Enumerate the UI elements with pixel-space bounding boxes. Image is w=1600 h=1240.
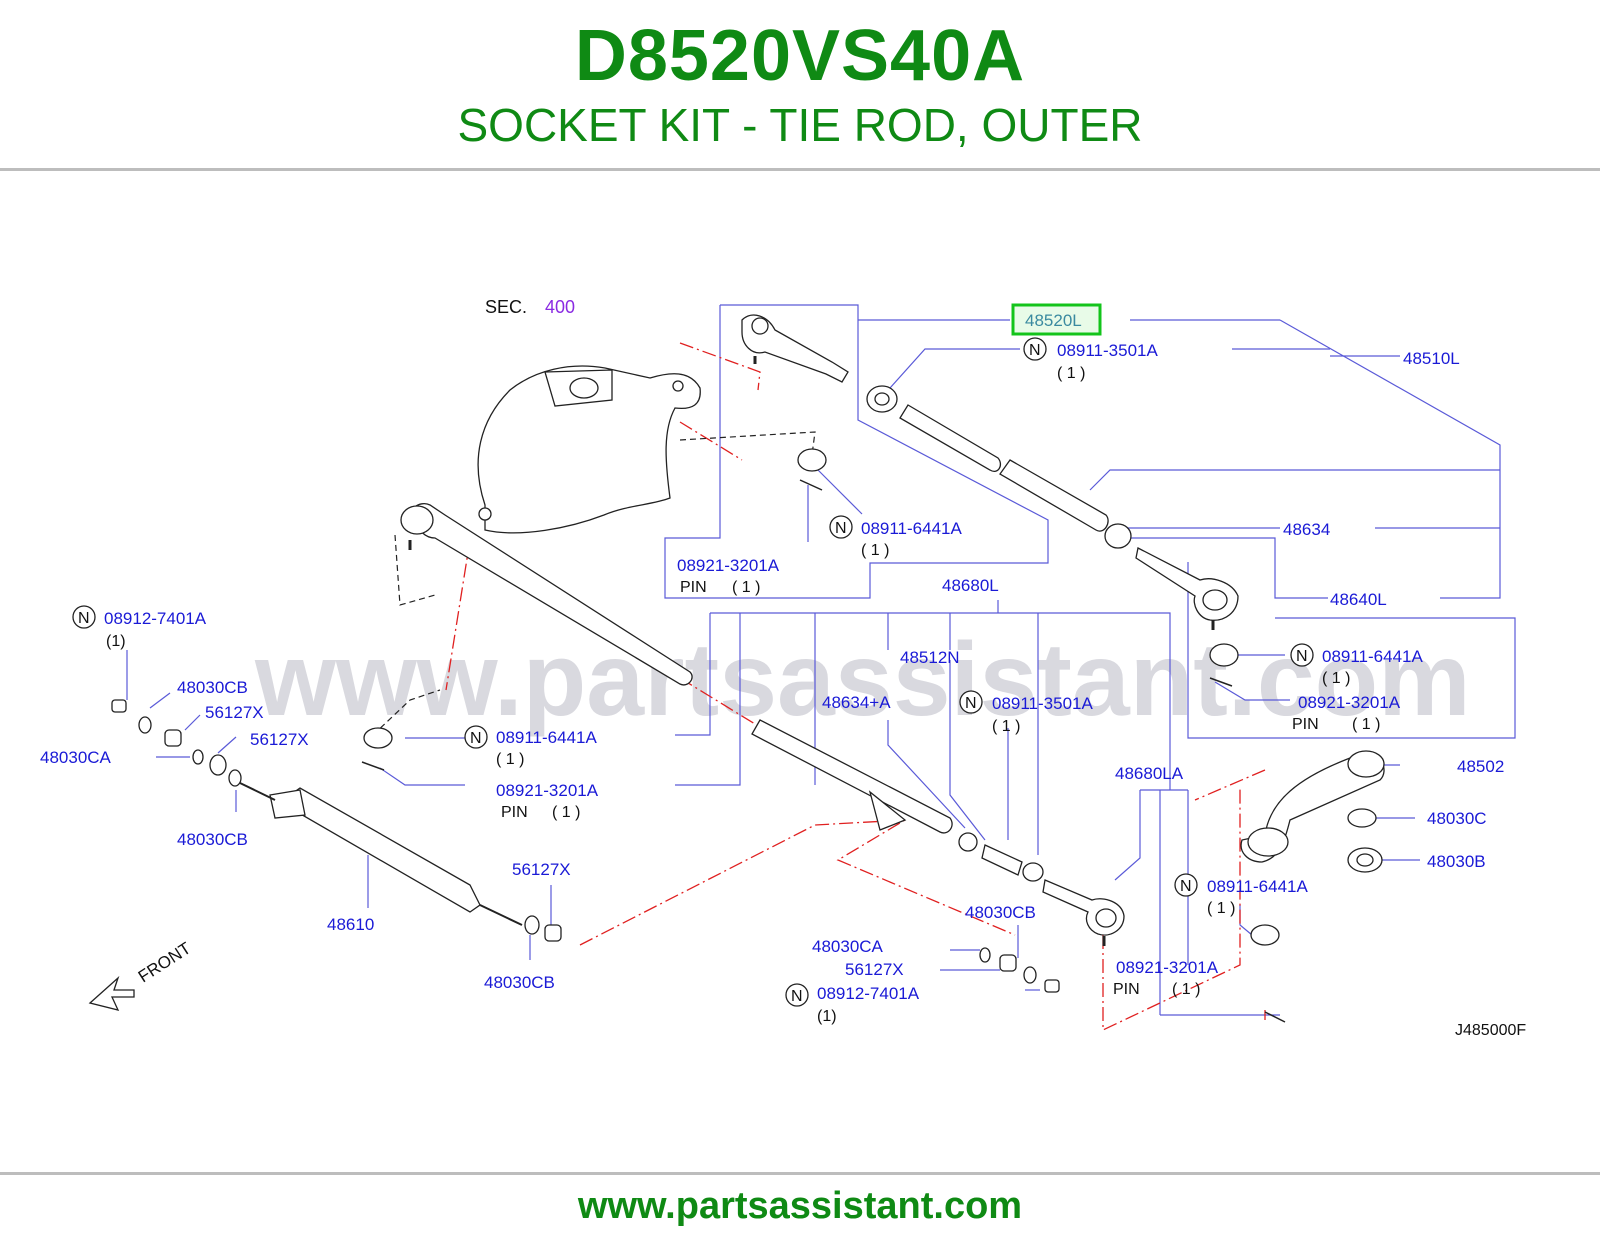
quantity-label: (1) xyxy=(817,1008,837,1025)
part-label-08911-6441A[interactable]: 08911-6441A xyxy=(861,519,962,538)
part-label-48680L[interactable]: 48680L xyxy=(942,576,999,595)
part-name-subtitle: SOCKET KIT - TIE ROD, OUTER xyxy=(457,99,1143,151)
page-header: D8520VS40A SOCKET KIT - TIE ROD, OUTER xyxy=(0,0,1600,170)
part-label-08921-3201A[interactable]: 08921-3201A xyxy=(496,781,599,800)
part-label-48634[interactable]: 48634 xyxy=(1283,520,1330,539)
quantity-label: ( 1 ) xyxy=(1322,670,1350,687)
quantity-label: ( 1 ) xyxy=(732,579,760,596)
part-label-08911-6441A[interactable]: 08911-6441A xyxy=(1322,647,1423,666)
n-marker-circle xyxy=(1290,643,1314,667)
part-number-title: D8520VS40A xyxy=(574,16,1026,96)
quantity-label: ( 1 ) xyxy=(1352,716,1380,733)
n-marker-text: N xyxy=(470,730,482,747)
part-label-08921-3201A[interactable]: 08921-3201A xyxy=(677,556,780,575)
part-label-48030CB[interactable]: 48030CB xyxy=(177,678,248,697)
sec-label: SEC. xyxy=(485,297,527,317)
n-marker-circle xyxy=(1023,337,1047,361)
leader-lines xyxy=(126,304,1516,1016)
n-marker-circle xyxy=(959,690,983,714)
front-direction-label: FRONT xyxy=(135,939,194,987)
n-marker-circle xyxy=(1174,873,1198,897)
n-marker-text: N xyxy=(1296,648,1308,665)
part-label-56127X[interactable]: 56127X xyxy=(845,960,904,979)
n-marker-text: N xyxy=(1180,878,1192,895)
part-label-48030C[interactable]: 48030C xyxy=(1427,809,1487,828)
part-label-48030CA[interactable]: 48030CA xyxy=(40,748,112,767)
header-divider xyxy=(0,168,1600,171)
part-label-48512N[interactable]: 48512N xyxy=(900,648,960,667)
part-label-08921-3201A[interactable]: 08921-3201A xyxy=(1298,693,1401,712)
n-marker-circle xyxy=(72,605,96,629)
n-marker-circle xyxy=(785,983,809,1007)
part-label-08911-6441A[interactable]: 08911-6441A xyxy=(1207,877,1308,896)
n-marker-text: N xyxy=(965,695,977,712)
n-marker-text: N xyxy=(835,520,847,537)
quantity-label: ( 1 ) xyxy=(552,804,580,821)
part-labels: SEC. 400 48520L 48510L 08911-3501A ( 1 )… xyxy=(40,297,1526,1039)
part-label-56127X[interactable]: 56127X xyxy=(250,730,309,749)
part-label-56127X[interactable]: 56127X xyxy=(205,703,264,722)
footer-website-link[interactable]: www.partsassistant.com xyxy=(577,1185,1023,1227)
sec-number-link[interactable]: 400 xyxy=(545,297,575,317)
part-label-48520L[interactable]: 48520L xyxy=(1025,311,1082,330)
part-label-08911-3501A[interactable]: 08911-3501A xyxy=(992,694,1093,713)
n-markers: N N N N N N N N xyxy=(72,337,1314,1007)
n-marker-circle xyxy=(829,515,853,539)
n-marker-circle xyxy=(464,725,488,749)
part-label-48030CB[interactable]: 48030CB xyxy=(484,973,555,992)
part-label-48030CB[interactable]: 48030CB xyxy=(965,903,1036,922)
n-marker-text: N xyxy=(1029,342,1041,359)
quantity-label: (1) xyxy=(106,633,126,650)
highlighted-part-box xyxy=(1011,303,1102,336)
drawing-code: J485000F xyxy=(1455,1022,1526,1039)
pin-label: PIN xyxy=(680,579,707,596)
part-label-56127X[interactable]: 56127X xyxy=(512,860,571,879)
part-label-08911-6441A[interactable]: 08911-6441A xyxy=(496,728,597,747)
part-label-48030CA[interactable]: 48030CA xyxy=(812,937,884,956)
part-illustrations xyxy=(88,314,1385,1023)
quantity-label: ( 1 ) xyxy=(861,542,889,559)
part-label-48610[interactable]: 48610 xyxy=(327,915,374,934)
part-label-48502[interactable]: 48502 xyxy=(1457,757,1504,776)
part-label-48680LA[interactable]: 48680LA xyxy=(1115,764,1184,783)
footer-divider xyxy=(0,1172,1600,1175)
quantity-label: ( 1 ) xyxy=(1057,365,1085,382)
part-label-48640L[interactable]: 48640L xyxy=(1330,590,1387,609)
part-label-48634-A[interactable]: 48634+A xyxy=(822,693,891,712)
quantity-label: ( 1 ) xyxy=(992,718,1020,735)
part-label-08912-7401A[interactable]: 08912-7401A xyxy=(104,609,207,628)
part-label-08912-7401A[interactable]: 08912-7401A xyxy=(817,984,920,1003)
pin-label: PIN xyxy=(501,804,528,821)
part-label-48030CB[interactable]: 48030CB xyxy=(177,830,248,849)
part-label-08911-3501A[interactable]: 08911-3501A xyxy=(1057,341,1158,360)
quantity-label: ( 1 ) xyxy=(496,751,524,768)
n-marker-text: N xyxy=(791,988,803,1005)
part-label-48510L[interactable]: 48510L xyxy=(1403,349,1460,368)
quantity-label: ( 1 ) xyxy=(1172,981,1200,998)
quantity-label: ( 1 ) xyxy=(1207,900,1235,917)
watermark-text: www.partsassistant.com xyxy=(254,622,1471,738)
pin-label: PIN xyxy=(1113,981,1140,998)
part-label-48030B[interactable]: 48030B xyxy=(1427,852,1486,871)
part-label-08921-3201A[interactable]: 08921-3201A xyxy=(1116,958,1219,977)
n-marker-text: N xyxy=(78,610,90,627)
pin-label: PIN xyxy=(1292,716,1319,733)
